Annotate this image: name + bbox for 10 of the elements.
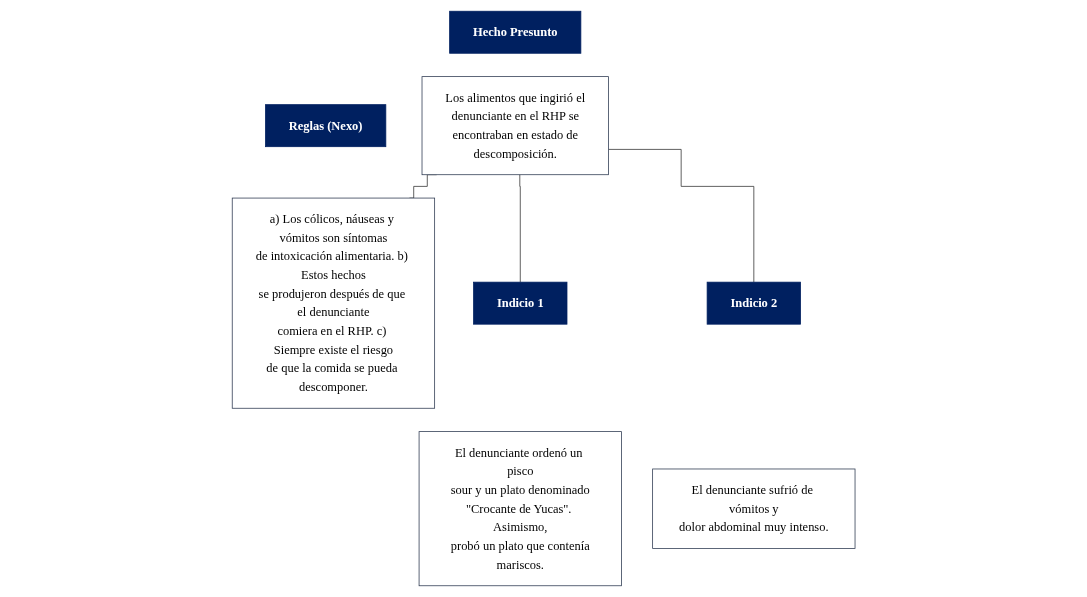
node-box: Hecho Presunto (449, 10, 582, 54)
node-box: Indicio 2 (706, 281, 801, 325)
connector (518, 174, 521, 283)
node-box: El denunciante ordenó un pisco sour y un plato denominado "Crocante de Yucas". Asimismo, probó un plato que contenía mariscos. (418, 431, 622, 587)
node-box: a) Los cólicos, náuseas y vómitos son síntomas de intoxicación alimentaria. b) Estos hechos se produjeron después de que el denunciante comiera en el RHP. c) Siempre existe el riesgo de que la comida se pueda descomponer. (231, 197, 435, 409)
node-box: Indicio 1 (473, 281, 568, 325)
node-box: El denunciante sufrió de vómitos y dolor abdominal muy intenso. (652, 468, 856, 549)
node-box: Reglas (Nexo) (264, 104, 387, 148)
node-box: Los alimentos que ingirió el denunciante en el RHP se encontraban en estado de descomposición. (421, 76, 609, 176)
connector (607, 149, 755, 283)
